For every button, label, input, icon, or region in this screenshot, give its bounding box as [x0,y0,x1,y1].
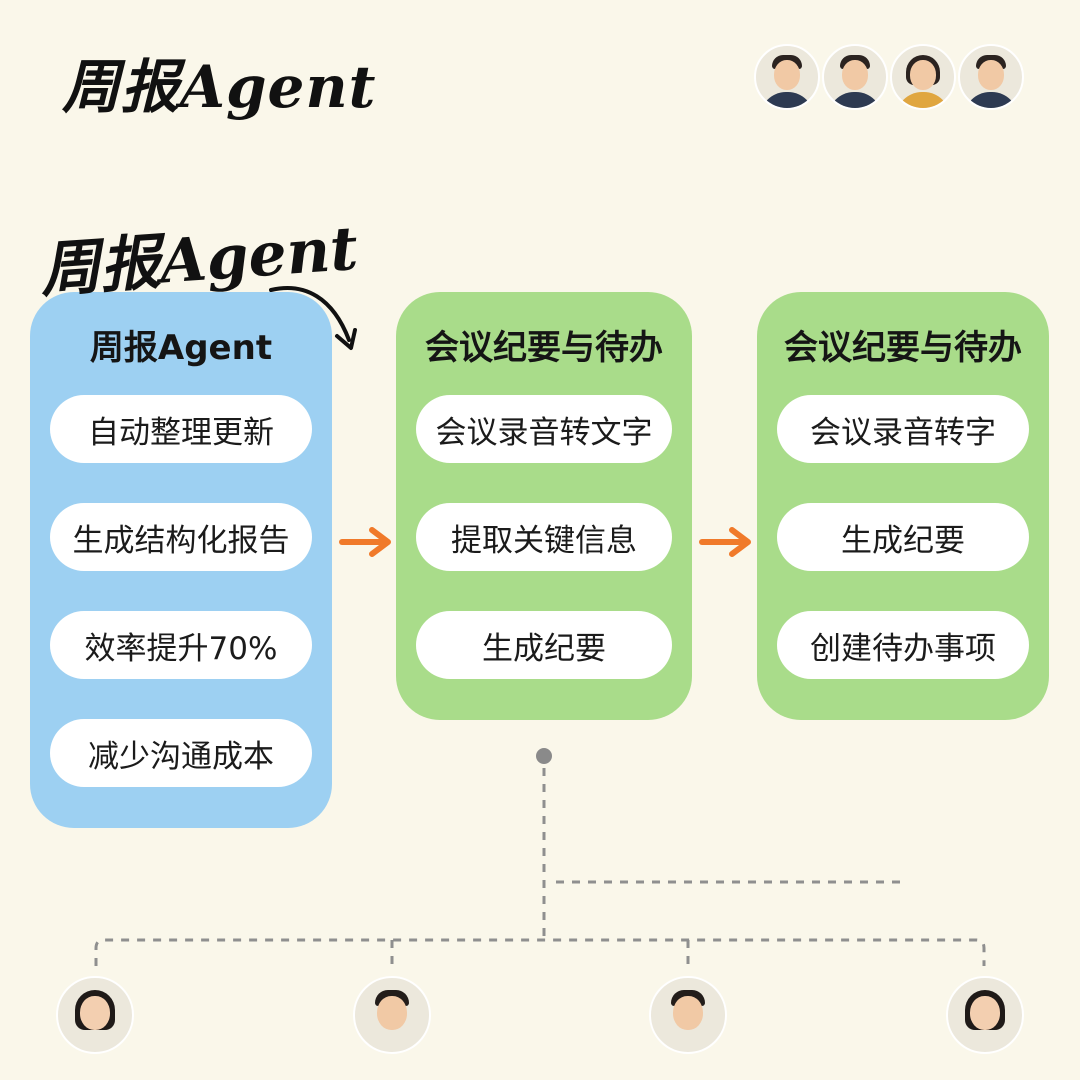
arrow-right-icon [339,527,391,557]
feature-pill[interactable]: 提取关键信息 [416,503,672,571]
feature-pill[interactable]: 生成纪要 [777,503,1029,571]
feature-pill[interactable]: 会议录音转字 [777,395,1029,463]
feature-pill[interactable]: 创建待办事项 [777,611,1029,679]
card-weekly-report-agent: 周报Agent 自动整理更新 生成结构化报告 效率提升70% 减少沟通成本 [30,292,332,828]
feature-pill[interactable]: 自动整理更新 [50,395,312,463]
feature-pill[interactable]: 减少沟通成本 [50,719,312,787]
avatar[interactable] [946,976,1024,1054]
card-title: 会议纪要与待办 [784,328,1022,368]
feature-pill[interactable]: 会议录音转文字 [416,395,672,463]
avatar[interactable] [649,976,727,1054]
page-title: 周报Agent [62,53,377,121]
feature-pill[interactable]: 生成纪要 [416,611,672,679]
avatar[interactable] [353,976,431,1054]
avatar[interactable] [890,44,956,110]
team-avatars [754,44,1024,110]
curved-arrow-icon [269,286,357,350]
card-meeting-minutes-2: 会议纪要与待办 会议录音转字 生成纪要 创建待办事项 [757,292,1049,720]
avatar[interactable] [958,44,1024,110]
card-title: 周报Agent [89,328,273,368]
card-meeting-minutes-1: 会议纪要与待办 会议录音转文字 提取关键信息 生成纪要 [396,292,692,720]
avatar[interactable] [822,44,888,110]
avatar[interactable] [754,44,820,110]
connector-node [536,748,552,764]
feature-pill[interactable]: 生成结构化报告 [50,503,312,571]
avatar[interactable] [56,976,134,1054]
arrow-right-icon [699,527,751,557]
feature-pill[interactable]: 效率提升70% [50,611,312,679]
card-title: 会议纪要与待办 [425,328,663,368]
